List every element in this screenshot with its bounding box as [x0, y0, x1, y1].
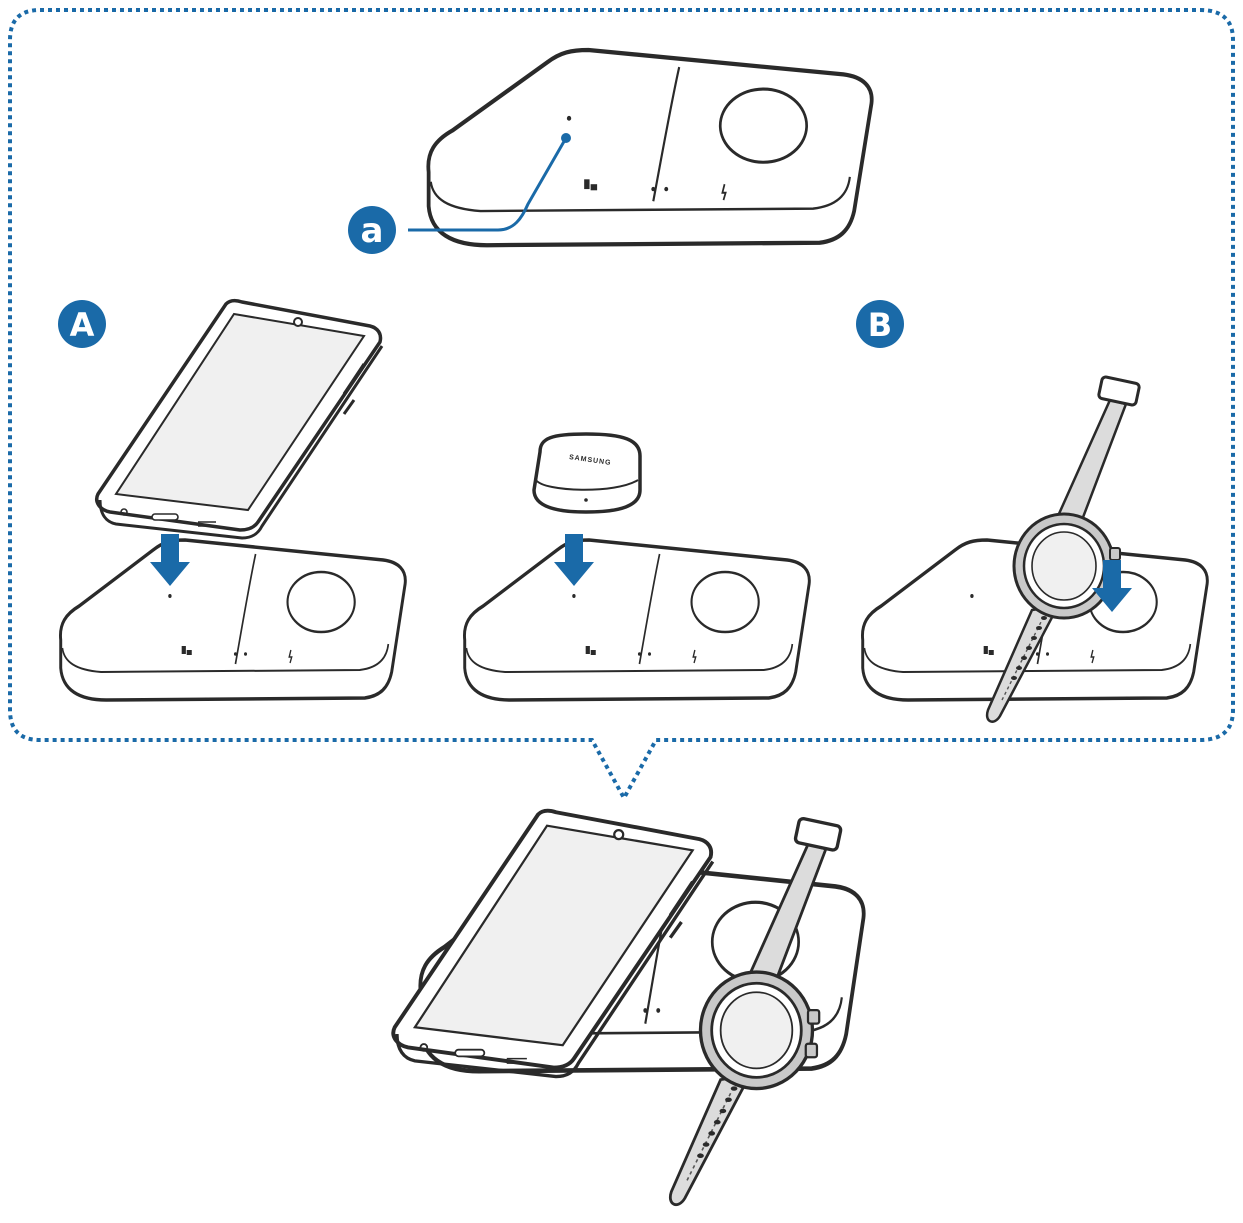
led-indicator-point — [561, 133, 571, 143]
smartphone-icon — [94, 298, 384, 540]
charger-pad-top — [428, 50, 871, 245]
charger-pad-left — [58, 538, 408, 702]
callout-A-label: A — [70, 306, 95, 344]
phone-placement-step — [58, 298, 408, 702]
callout-A-badge: A — [58, 300, 106, 348]
earbuds-case-icon: SAMSUNG — [532, 432, 642, 514]
watch-placement-step — [860, 374, 1210, 724]
charger-pad-center — [462, 538, 812, 702]
callout-a-badge: a — [348, 206, 396, 254]
callout-a-label: a — [361, 211, 384, 251]
earbuds-placement-step: SAMSUNG — [462, 432, 812, 702]
callout-B-badge: B — [856, 300, 904, 348]
callout-a-leader-line — [408, 137, 568, 232]
combined-charging-result — [391, 808, 863, 1207]
callout-B-label: B — [868, 306, 892, 344]
